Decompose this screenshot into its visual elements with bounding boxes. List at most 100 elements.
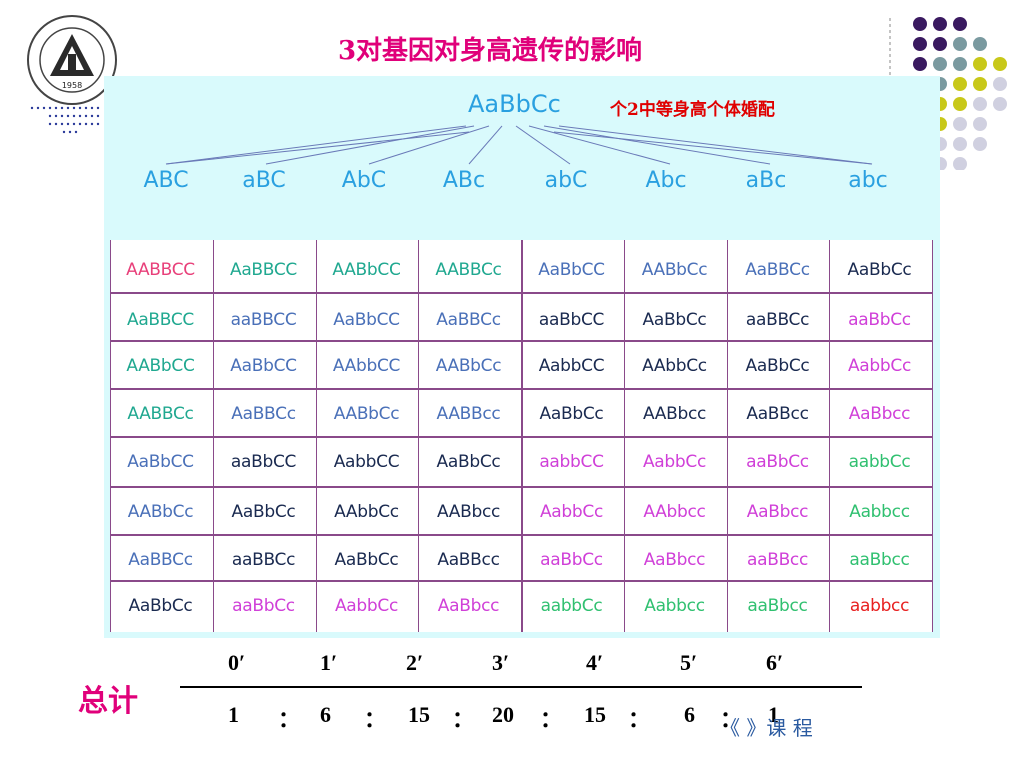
genotype-cell: AabbCc bbox=[539, 502, 604, 522]
class-label: 3′ bbox=[492, 650, 510, 675]
grid-col-line bbox=[521, 240, 523, 632]
genotype-cell: AaBBCc bbox=[231, 404, 296, 424]
genotype-cell: AAbbcc bbox=[643, 502, 706, 522]
gamete-aBc: aBc bbox=[745, 168, 787, 193]
genotype-cell: AaBbCc bbox=[642, 310, 707, 330]
mating-note: 个2中等身高个体婚配 bbox=[610, 100, 775, 120]
genotype-cell: aabbCc bbox=[540, 596, 603, 616]
ratio-separator: ： bbox=[720, 707, 743, 732]
genotype-cell: AaBbCc bbox=[436, 452, 501, 472]
class-label: 2′ bbox=[406, 650, 424, 675]
ratio-divider bbox=[180, 686, 862, 688]
class-label: 4′ bbox=[586, 650, 604, 675]
genotype-cell: AaBbcc bbox=[643, 550, 706, 570]
svg-text:1958: 1958 bbox=[62, 81, 82, 90]
genotype-cell: aaBbCc bbox=[232, 596, 295, 616]
genotype-cell: AABbcc bbox=[642, 404, 707, 424]
course-label: 《 》课 程 bbox=[720, 716, 813, 740]
genotype-cell: AABbCc bbox=[127, 502, 194, 522]
total-label: 总计 bbox=[78, 684, 138, 719]
ratio-value: 1 bbox=[228, 702, 239, 727]
genotype-cell: AaBbCc bbox=[539, 404, 604, 424]
genotype-cell: Aabbcc bbox=[849, 502, 910, 522]
ratio-value: 15 bbox=[584, 702, 606, 727]
grid-col-line bbox=[213, 240, 214, 632]
genotype-cell: AaBbcc bbox=[437, 596, 500, 616]
ratio-separator: ： bbox=[278, 707, 301, 732]
genotype-cell: aaBBcc bbox=[746, 550, 809, 570]
gamete-abC: abC bbox=[544, 168, 588, 193]
grid-col-line bbox=[316, 240, 317, 632]
gamete-abc: abc bbox=[848, 168, 888, 193]
genotype-cell: AABbCC bbox=[332, 260, 401, 280]
genotype-cell: AaBbCC bbox=[127, 452, 194, 472]
genotype-cell: AabbCC bbox=[538, 356, 605, 376]
genotype-cell: AaBbCc bbox=[745, 356, 810, 376]
genotype-cell: AaBbCc bbox=[231, 502, 296, 522]
grid-col-line bbox=[418, 240, 419, 632]
genotype-cell: aaBBCC bbox=[230, 310, 297, 330]
genotype-cell: AaBBCc bbox=[128, 550, 193, 570]
genotype-cell: AaBBcc bbox=[437, 550, 500, 570]
genotype-cell: AABbCc bbox=[333, 404, 400, 424]
gamete-aBC: aBC bbox=[242, 168, 286, 193]
university-logo: 1958 bbox=[26, 14, 118, 106]
ratio-separator: ： bbox=[452, 707, 475, 732]
genotype-cell: AaBbCc bbox=[128, 596, 193, 616]
genotype-cell: AaBBCC bbox=[229, 260, 297, 280]
genotype-cell: aabbCC bbox=[539, 452, 604, 472]
genotype-cell: aaBBCc bbox=[231, 550, 296, 570]
genotype-cell: aaBbcc bbox=[849, 550, 910, 570]
class-label: 5′ bbox=[680, 650, 698, 675]
genotype-cell: AaBbCC bbox=[333, 310, 400, 330]
genotype-cell: AABBCc bbox=[435, 260, 502, 280]
genotype-cell: aaBbCc bbox=[746, 452, 809, 472]
genotype-cell: AABbcc bbox=[436, 502, 501, 522]
genotype-cell: aaBbCC bbox=[230, 452, 297, 472]
gamete-AbC: AbC bbox=[341, 168, 387, 193]
genotype-cell: AAbbCc bbox=[334, 502, 399, 522]
genotype-cell: AaBBCc bbox=[436, 310, 501, 330]
genotype-cell: AABbCC bbox=[126, 356, 195, 376]
genotype-cell: aaBBCc bbox=[745, 310, 810, 330]
ratio-value: 6 bbox=[684, 702, 695, 727]
genotype-cell: AabbCc bbox=[847, 356, 912, 376]
grid-col-line bbox=[829, 240, 830, 632]
genotype-cell: AaBbCc bbox=[847, 260, 912, 280]
genotype-cell: AaBbcc bbox=[746, 502, 809, 522]
genotype-cell: AaBbCC bbox=[538, 260, 605, 280]
genotype-cell: aaBbCc bbox=[848, 310, 911, 330]
genotype-cell: aaBbCC bbox=[538, 310, 605, 330]
ratio-separator: ： bbox=[628, 707, 651, 732]
genotype-cell: aabbcc bbox=[849, 596, 910, 616]
genotype-cell: AabbCC bbox=[333, 452, 400, 472]
genotype-cell: AaBBCc bbox=[745, 260, 810, 280]
genotype-cell: aaBbCc bbox=[540, 550, 603, 570]
gamete-ABC: ABC bbox=[143, 168, 189, 193]
genotype-cell: AaBBcc bbox=[746, 404, 809, 424]
page-title: 3对基因对身高遗传的影响 bbox=[337, 36, 643, 66]
gamete-Abc: Abc bbox=[645, 168, 687, 193]
class-label: 6′ bbox=[766, 650, 784, 675]
genotype-cell: AaBbCC bbox=[230, 356, 297, 376]
ratio-value: 20 bbox=[492, 702, 514, 727]
gamete-ABc: ABc bbox=[442, 168, 486, 193]
ratio-value: 1 bbox=[768, 702, 779, 727]
grid-col-line bbox=[727, 240, 728, 632]
genotype-cell: Aabbcc bbox=[644, 596, 705, 616]
genotype-cell: AaBbcc bbox=[848, 404, 911, 424]
ratio-value: 6 bbox=[320, 702, 331, 727]
ratio-value: 15 bbox=[408, 702, 430, 727]
genotype-cell: AAbbCc bbox=[642, 356, 707, 376]
decorative-circles-right bbox=[880, 10, 1020, 171]
genotype-cell: AaBBCC bbox=[126, 310, 194, 330]
grid-col-line bbox=[624, 240, 625, 632]
genotype-cell: AABBCc bbox=[127, 404, 194, 424]
genotype-cell: AABbCc bbox=[641, 260, 708, 280]
class-label: 1′ bbox=[320, 650, 338, 675]
genotype-cell: aabbCc bbox=[848, 452, 911, 472]
genotype-cell: AABBcc bbox=[436, 404, 501, 424]
genotype-cell: AAbbCC bbox=[332, 356, 401, 376]
parent-genotype: AaBbCc bbox=[468, 90, 561, 118]
